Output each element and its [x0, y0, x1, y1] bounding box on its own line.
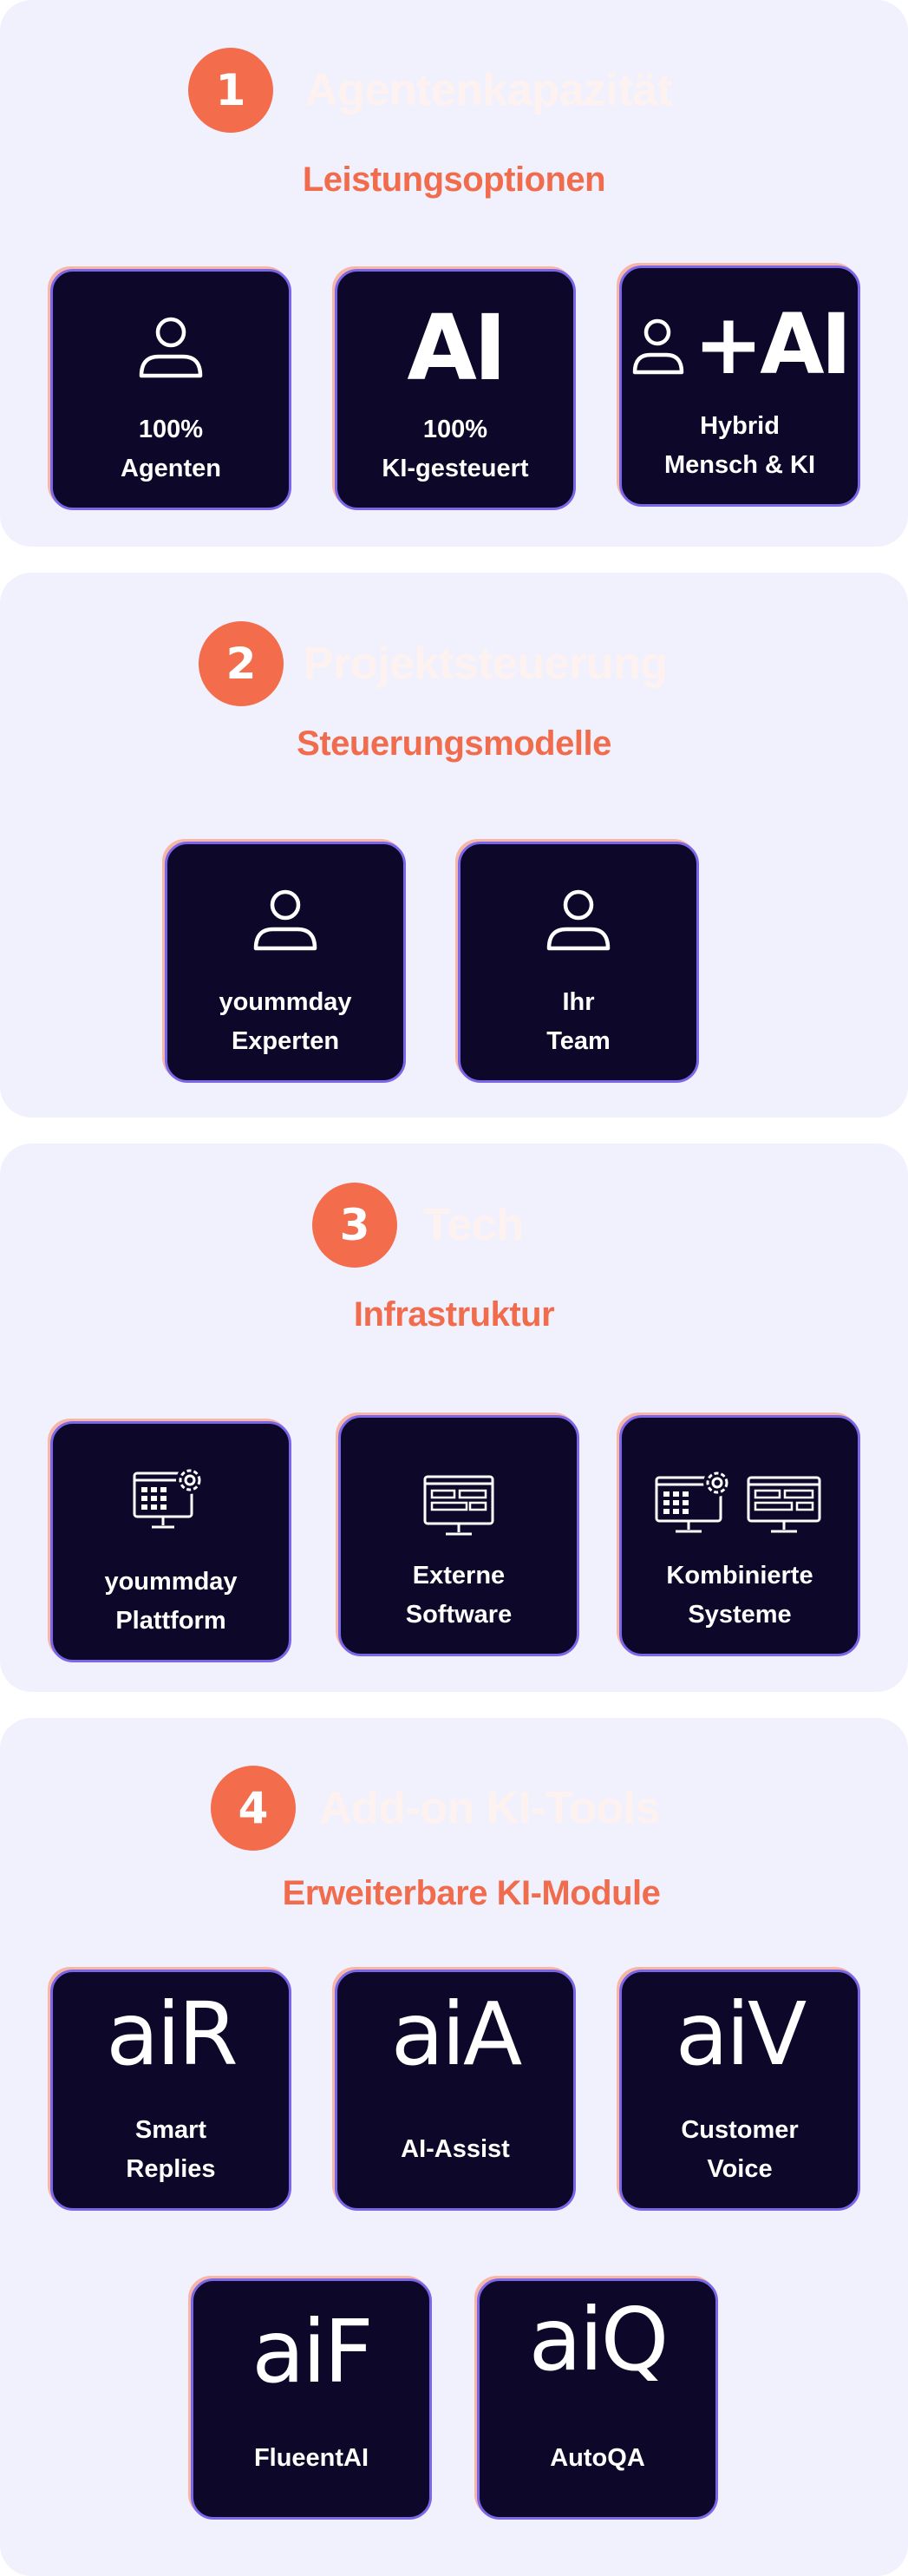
section-addon-ai-tools: 4 Add-on KI-Tools Erweiterbare KI-Module…: [0, 1718, 908, 2576]
option-card-ai-driven[interactable]: AI 100% KI-gesteuert: [335, 269, 576, 510]
card-label: Customer Voice: [681, 2116, 799, 2183]
section-tech: 3 Tech Infrastruktur yoummday Plattform: [0, 1144, 908, 1692]
person-icon: [53, 305, 289, 391]
module-card-customer-voice[interactable]: aiV Customer Voice: [619, 1970, 860, 2211]
card-label: yoummday Experten: [219, 988, 352, 1055]
card-label: Ihr Team: [546, 988, 611, 1055]
step-number-badge: 4: [211, 1766, 296, 1851]
card-label: AutoQA: [550, 2444, 645, 2472]
step-number-badge: 3: [312, 1183, 397, 1268]
section-title: Tech: [423, 1200, 524, 1250]
section-subtitle: Infrastruktur: [353, 1295, 555, 1334]
step-number-badge: 2: [199, 621, 284, 706]
section-title: Add-on KI-Tools: [319, 1783, 661, 1833]
air-logo-icon: aiR: [106, 1983, 238, 2085]
control-card-yoummday-experts[interactable]: yoummday Experten: [165, 842, 406, 1083]
person-plus-ai-icon: +AI: [622, 301, 858, 388]
module-card-autoqa[interactable]: aiQ AutoQA: [477, 2278, 718, 2520]
ai-text-icon: AI: [407, 295, 506, 401]
combined-monitors-icon: [622, 1458, 858, 1544]
card-label: Kombinierte Systeme: [666, 1562, 813, 1629]
section-title: Agentenkapazität: [305, 65, 672, 115]
aiv-logo-icon: aiV: [675, 1983, 807, 2085]
card-label: yoummday Plattform: [104, 1568, 238, 1635]
section-subtitle: Steuerungsmodelle: [297, 724, 611, 763]
person-icon: [461, 877, 696, 964]
aif-logo-icon: aiF: [251, 2301, 374, 2402]
aia-logo-icon: aiA: [390, 1983, 522, 2085]
section-subtitle: Leistungsoptionen: [302, 161, 606, 199]
module-card-ai-assist[interactable]: aiA AI-Assist: [335, 1970, 576, 2211]
module-card-flueentai[interactable]: aiF FlueentAI: [191, 2278, 432, 2520]
step-number-badge: 1: [188, 48, 273, 133]
card-label: 100% Agenten: [121, 416, 221, 482]
section-title: Projektsteuerung: [304, 639, 668, 689]
monitor-gear-icon: [53, 1457, 289, 1544]
option-card-hybrid[interactable]: +AI Hybrid Mensch & KI: [619, 265, 860, 507]
card-label: FlueentAI: [253, 2444, 369, 2472]
module-card-smart-replies[interactable]: aiR Smart Replies: [50, 1970, 291, 2211]
infra-card-external-software[interactable]: Externe Software: [338, 1415, 579, 1656]
section-agent-capacity: 1 Agentenkapazität Leistungsoptionen 100…: [0, 0, 908, 547]
option-card-agents[interactable]: 100% Agenten: [50, 269, 291, 510]
control-card-your-team[interactable]: Ihr Team: [458, 842, 699, 1083]
card-label: Externe Software: [405, 1562, 513, 1629]
infra-card-yoummday-platform[interactable]: yoummday Plattform: [50, 1421, 291, 1662]
infra-card-combined-systems[interactable]: Kombinierte Systeme: [619, 1415, 860, 1656]
card-label: Smart Replies: [126, 2116, 216, 2183]
card-label: 100% KI-gesteuert: [382, 416, 529, 482]
card-label: Hybrid Mensch & KI: [663, 412, 816, 479]
section-project-control: 2 Projektsteuerung Steuerungsmodelle you…: [0, 573, 908, 1118]
person-icon: [167, 877, 403, 964]
aiq-logo-icon: aiQ: [528, 2289, 670, 2390]
section-subtitle: Erweiterbare KI-Module: [282, 1874, 661, 1912]
card-label: AI-Assist: [401, 2135, 510, 2163]
monitor-window-icon: [341, 1463, 577, 1550]
